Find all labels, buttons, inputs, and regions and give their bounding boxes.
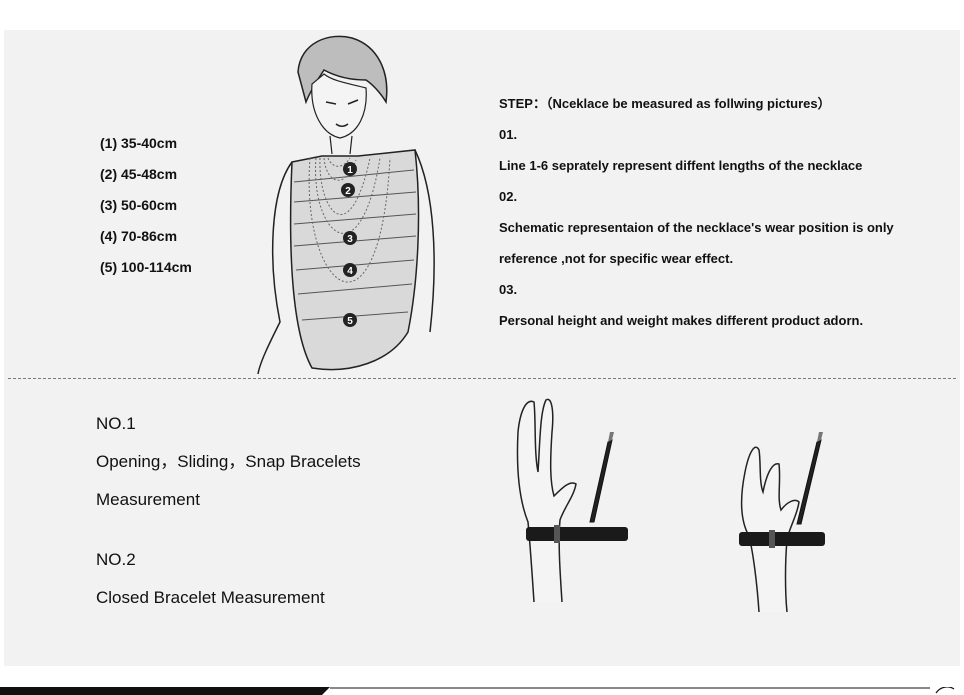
no1-description-cont: Measurement [96,490,200,509]
svg-text:2: 2 [345,186,351,197]
no2-description: Closed Bracelet Measurement [96,588,325,607]
measuring-tape [739,532,825,546]
measuring-tape [526,527,628,541]
footer-decorative-bar [0,687,955,695]
bracelet-measurement-text: NO.1 Opening，Sliding，Snap Bracelets Meas… [96,412,361,624]
size-item: (4) 70-86cm [100,228,178,244]
pendant-marker-1: 1 [343,162,357,176]
no1-description: Opening，Sliding，Snap Bracelets [96,452,361,471]
size-item: (2) 45-48cm [100,166,178,182]
size-item: (3) 50-60cm [100,197,178,213]
svg-text:3: 3 [347,234,353,245]
step-number: 01. [499,127,518,142]
step-number: 02. [499,189,518,204]
no2-title: NO.2 [96,550,136,569]
svg-text:1: 1 [347,165,353,176]
necklace-size-list: (1) 35-40cm (2) 45-48cm (3) 50-60cm (4) … [100,133,192,288]
step-number: 03. [499,282,518,297]
svg-text:5: 5 [347,316,353,327]
necklace-model-illustration: 1 2 3 4 5 [257,35,435,375]
pendant-marker-5: 5 [343,313,357,327]
section-divider [8,378,956,379]
pendant-marker-4: 4 [343,263,357,277]
hand-tape-illustration-1 [516,398,628,603]
measurement-steps: STEP：（Nceklace be measured as follwing p… [499,94,959,342]
no1-title: NO.1 [96,414,136,433]
pendant-marker-3: 3 [343,231,357,245]
content-panel [4,30,960,666]
hand-tape-illustration-2 [739,432,825,613]
step-text: Personal height and weight makes differe… [499,313,864,328]
pendant-marker-2: 2 [341,183,355,197]
step-text: reference ,not for specific wear effect. [499,251,734,266]
svg-text:4: 4 [347,266,353,277]
step-text: Line 1-6 seprately represent diffent len… [499,158,863,173]
size-item: (1) 35-40cm [100,135,178,151]
step-text: Schematic representaion of the necklace'… [499,220,894,235]
size-item: (5) 100-114cm [100,259,192,275]
step-heading: STEP：（Nceklace be measured as follwing p… [499,96,831,111]
